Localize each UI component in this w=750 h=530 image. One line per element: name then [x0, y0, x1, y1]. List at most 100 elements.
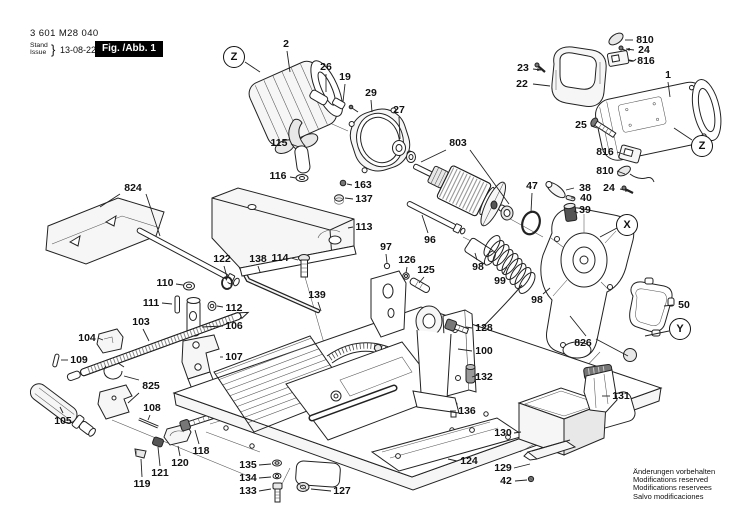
part-lever — [288, 118, 311, 182]
part-fence — [211, 179, 357, 278]
callout-116: 116 — [269, 170, 287, 182]
callout-816: 816 — [637, 55, 655, 67]
callout-108: 108 — [143, 402, 161, 414]
footer-line-de: Änderungen vorbehalten — [633, 467, 716, 476]
stand-label: Stand — [30, 42, 48, 49]
part-bearing-flange — [348, 107, 416, 174]
part-threaded-rod — [52, 311, 250, 381]
part-rod — [406, 201, 466, 235]
document-part-number: 3 601 M28 040 — [30, 28, 99, 39]
callout-121: 121 — [151, 467, 169, 479]
part-support-pivot — [370, 262, 477, 414]
part-gear-housing — [540, 207, 637, 362]
callout-120: 120 — [171, 457, 189, 469]
callout-127: 127 — [333, 485, 351, 497]
callout-816: 816 — [596, 146, 614, 158]
callout-25: 25 — [575, 119, 587, 131]
callout-98: 98 — [531, 294, 543, 306]
footer-line-en: Modifications reserved — [633, 475, 709, 485]
part-housing-cover — [629, 277, 675, 337]
footer-line-es: Salvo modificaciones — [633, 491, 704, 501]
callout-105: 105 — [54, 415, 72, 427]
callout-118: 118 — [192, 445, 210, 457]
part-pivot-pins — [174, 281, 220, 390]
footer-note: Änderungen vorbehalten Modifications res… — [633, 467, 716, 501]
callout-27: 27 — [393, 104, 405, 116]
part-motor-cover — [534, 46, 607, 107]
part-clamp-set — [97, 362, 159, 429]
issue-row: Stand Issue } 13-08-22 Fig. /Abb. 1 — [30, 41, 230, 62]
callout-2: 2 — [283, 38, 289, 50]
part-armature — [412, 163, 541, 236]
callout-39: 39 — [579, 204, 591, 216]
callout-824: 824 — [124, 182, 142, 194]
callout-104: 104 — [78, 332, 96, 344]
callout-38: 38 — [579, 182, 591, 194]
callout-810: 810 — [596, 165, 614, 177]
callout-96: 96 — [424, 234, 436, 246]
view-marker-y-3: Y — [669, 318, 691, 340]
callout-106: 106 — [225, 320, 243, 332]
view-marker-x-2: X — [616, 214, 638, 236]
callout-19: 19 — [339, 71, 351, 83]
callout-112: 112 — [225, 302, 243, 314]
part-guard-824 — [45, 197, 240, 287]
title-block: 3 601 M28 040 Stand Issue } 13-08-22 Fig… — [30, 28, 163, 57]
callout-100: 100 — [475, 345, 493, 357]
callout-109: 109 — [70, 354, 88, 366]
part-brush-tubes — [309, 89, 359, 113]
part-screw-25 — [590, 117, 617, 139]
callout-42: 42 — [500, 475, 512, 487]
issue-label: Issue — [30, 49, 47, 56]
callout-99: 99 — [494, 275, 506, 287]
callout-138: 138 — [249, 253, 267, 265]
part-switch-lower — [617, 144, 655, 183]
callout-113: 113 — [355, 221, 373, 233]
part-switch-top — [606, 32, 637, 67]
callout-135: 135 — [239, 459, 257, 471]
callout-24: 24 — [603, 182, 615, 194]
callout-136: 136 — [458, 405, 476, 417]
callout-110: 110 — [156, 277, 174, 289]
callout-133: 133 — [239, 485, 257, 497]
view-marker-z-0: Z — [223, 46, 245, 68]
callout-130: 130 — [494, 427, 512, 439]
callout-128: 128 — [475, 322, 493, 334]
callout-810: 810 — [636, 34, 654, 46]
callout-139: 139 — [308, 289, 326, 301]
callout-24: 24 — [638, 44, 650, 56]
callout-1: 1 — [665, 69, 671, 81]
callout-803: 803 — [449, 137, 467, 149]
part-handle — [29, 383, 96, 437]
callout-50: 50 — [678, 299, 690, 311]
callout-107: 107 — [225, 351, 243, 363]
callout-163: 163 — [354, 179, 372, 191]
callout-132: 132 — [475, 371, 493, 383]
callout-119: 119 — [133, 478, 151, 490]
callout-125: 125 — [417, 264, 435, 276]
callout-134: 134 — [239, 472, 257, 484]
callout-40: 40 — [580, 192, 592, 204]
brace-glyph: } — [51, 42, 56, 57]
callout-137: 137 — [355, 193, 373, 205]
callout-22: 22 — [516, 78, 528, 90]
callout-826: 826 — [574, 337, 592, 349]
callout-103: 103 — [132, 316, 150, 328]
issue-date: 13-08-22 — [60, 45, 97, 55]
callout-124: 124 — [460, 455, 478, 467]
callout-126: 126 — [398, 254, 416, 266]
view-marker-z-1: Z — [691, 135, 713, 157]
callout-122: 122 — [213, 253, 231, 265]
callout-129: 129 — [494, 462, 512, 474]
callout-26: 26 — [320, 61, 332, 73]
callout-47: 47 — [526, 180, 538, 192]
callout-115: 115 — [270, 137, 288, 149]
callout-23: 23 — [517, 62, 529, 74]
figure-label-badge: Fig. /Abb. 1 — [95, 41, 163, 57]
footer-line-fr: Modifications reservees — [633, 483, 712, 493]
part-water-box — [517, 363, 618, 483]
callout-29: 29 — [365, 87, 377, 99]
callout-114: 114 — [271, 252, 289, 264]
